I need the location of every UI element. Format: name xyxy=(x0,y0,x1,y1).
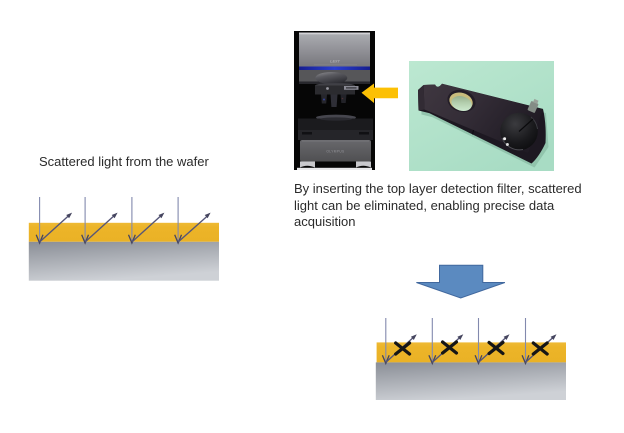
svg-text:OLYMPUS: OLYMPUS xyxy=(326,150,344,154)
svg-text:LEXT: LEXT xyxy=(330,60,340,64)
